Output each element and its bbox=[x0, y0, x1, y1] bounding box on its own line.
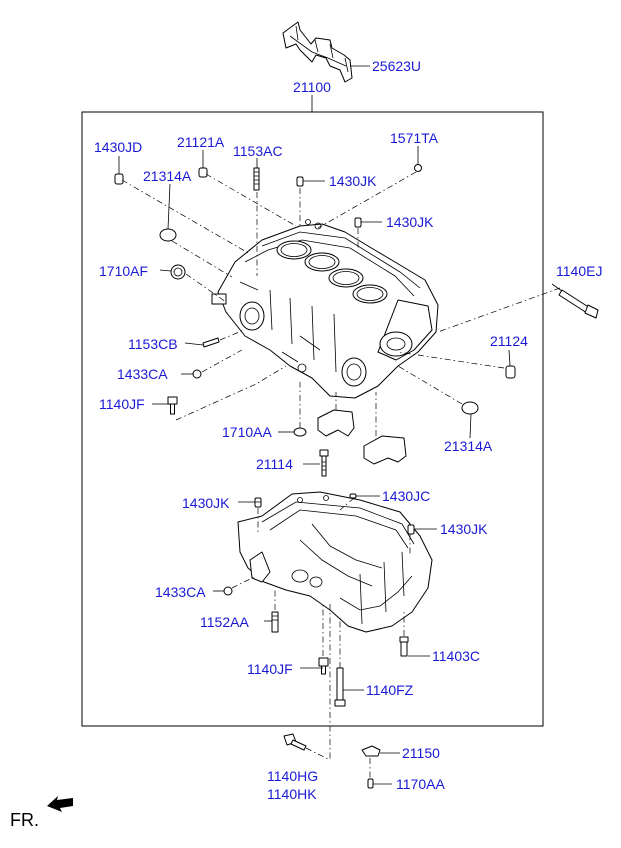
label-1170AA: 1170AA bbox=[396, 776, 445, 792]
bolt-1140JF-b bbox=[318, 657, 329, 675]
dowel-pin-1430JC bbox=[349, 493, 357, 499]
label-1153AC: 1153AC bbox=[233, 143, 283, 159]
front-arrow-icon bbox=[47, 796, 73, 812]
label-1710AF: 1710AF bbox=[99, 263, 148, 279]
leader-lines bbox=[118, 146, 563, 785]
label-1710AA: 1710AA bbox=[222, 424, 272, 440]
stud-bolt-1153CB bbox=[202, 337, 220, 348]
label-1140HG: 1140HG bbox=[267, 768, 318, 784]
o-ring-1710AF bbox=[170, 264, 186, 280]
bolt-1152AA bbox=[271, 611, 279, 633]
dowel-pin-1430JD bbox=[114, 173, 124, 185]
ladder-frame-part bbox=[237, 491, 433, 633]
dowel-pin-1430JK-d bbox=[407, 524, 415, 535]
bolt-21114 bbox=[319, 449, 329, 477]
dowel-pin-1430JK-c bbox=[254, 497, 262, 508]
label-1430JK-b: 1430JK bbox=[386, 214, 434, 230]
bolt-1140EJ bbox=[558, 289, 599, 319]
bolt-1140JF-a bbox=[167, 396, 178, 415]
assembly-lines bbox=[121, 171, 561, 778]
label-1433CA-a: 1433CA bbox=[117, 366, 168, 382]
label-1140HK: 1140HK bbox=[267, 786, 317, 802]
plug-1571TA bbox=[414, 164, 422, 172]
label-1571TA: 1571TA bbox=[390, 130, 439, 146]
label-21314A-top: 21314A bbox=[143, 168, 192, 184]
label-1140EJ: 1140EJ bbox=[556, 263, 602, 279]
label-21114: 21114 bbox=[256, 456, 293, 472]
label-1140JF-a: 1140JF bbox=[99, 396, 145, 412]
label-1430JK-d: 1430JK bbox=[440, 521, 488, 537]
bearing-cap-part bbox=[317, 409, 407, 465]
part-number-labels: 25623U 21100 1430JD 21121A 1153AC 1571TA… bbox=[94, 58, 602, 802]
label-1140JF-b: 1140JF bbox=[247, 661, 293, 677]
bolt-1170AA bbox=[367, 778, 374, 789]
o-ring-1710AA bbox=[293, 427, 307, 437]
dowel-pin-1430JK-b bbox=[354, 217, 362, 228]
bolt-1140HG bbox=[283, 733, 307, 751]
label-21121A: 21121A bbox=[177, 134, 225, 150]
label-1140FZ: 1140FZ bbox=[366, 682, 414, 698]
label-1430JK-c: 1430JK bbox=[182, 495, 230, 511]
assembly-frame bbox=[81, 111, 544, 727]
bolt-11403C bbox=[399, 636, 409, 657]
front-label: FR. bbox=[10, 810, 39, 830]
label-25623U: 25623U bbox=[372, 58, 421, 74]
dowel-pin-1430JK-a bbox=[296, 176, 304, 187]
label-21150: 21150 bbox=[402, 745, 440, 761]
bracket-21150 bbox=[361, 745, 381, 757]
heat-shield-part bbox=[282, 21, 353, 83]
dowel-pin-21121A bbox=[198, 167, 208, 178]
label-1430JD: 1430JD bbox=[94, 139, 142, 155]
seal-plug-21314A-top bbox=[159, 228, 177, 242]
label-1430JK-a: 1430JK bbox=[329, 173, 377, 189]
label-1152AA: 1152AA bbox=[200, 614, 249, 630]
plug-1433CA-a bbox=[192, 369, 202, 379]
stud-bolt-1153AC bbox=[253, 167, 260, 191]
label-21314A-bottom: 21314A bbox=[444, 438, 493, 454]
label-1430JC: 1430JC bbox=[382, 488, 430, 504]
cylinder-block-part bbox=[211, 219, 439, 399]
label-21100: 21100 bbox=[293, 79, 331, 95]
label-1153CB: 1153CB bbox=[128, 336, 178, 352]
dowel-21124 bbox=[505, 365, 516, 379]
label-21124: 21124 bbox=[490, 333, 528, 349]
front-orientation-marker: FR. bbox=[10, 796, 73, 830]
label-1433CA-b: 1433CA bbox=[155, 584, 206, 600]
label-11403C: 11403C bbox=[432, 648, 480, 664]
plug-1433CA-b bbox=[223, 586, 233, 596]
bolt-1140FZ bbox=[334, 667, 346, 707]
seal-plug-21314A-bottom bbox=[461, 401, 479, 415]
